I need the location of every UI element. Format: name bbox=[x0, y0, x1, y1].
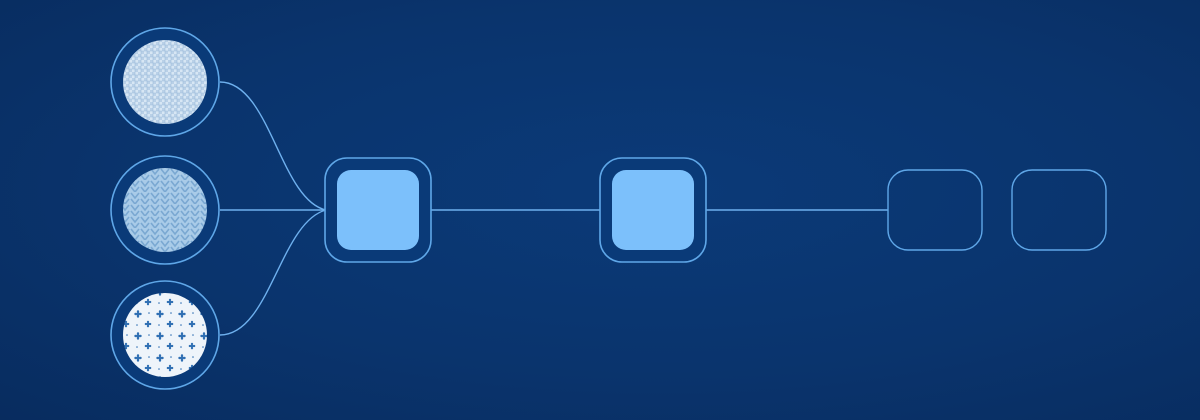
connectors bbox=[219, 81, 888, 336]
input-swatch-floral bbox=[110, 280, 220, 390]
stage-3-node bbox=[887, 169, 983, 251]
input-swatch-woven bbox=[110, 27, 220, 137]
woven-linen-texture bbox=[123, 40, 207, 124]
stage-1-node bbox=[324, 157, 432, 263]
stage-4-node bbox=[1011, 169, 1107, 251]
floral-print-texture bbox=[123, 293, 207, 377]
connector-floral-to-stage-1 bbox=[219, 209, 327, 336]
stage-2-fill bbox=[612, 170, 694, 250]
stage-2-node bbox=[599, 157, 707, 263]
stage-1-fill bbox=[337, 170, 419, 250]
input-swatch-knit bbox=[110, 155, 220, 265]
connector-woven-to-stage-1 bbox=[219, 81, 327, 211]
knit-rib-texture bbox=[123, 168, 207, 252]
